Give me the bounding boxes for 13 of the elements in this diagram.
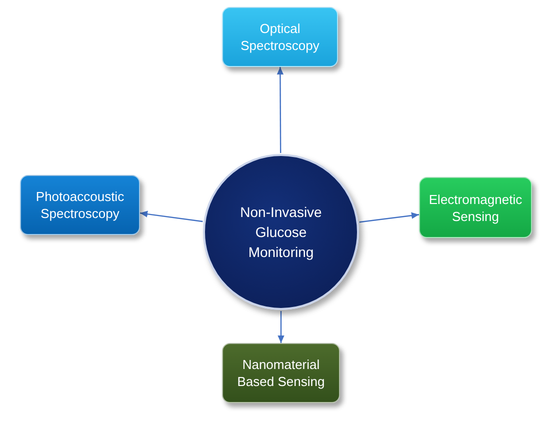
method-box [20, 175, 140, 235]
method-box [222, 343, 340, 403]
node-label: Photoaccoustic Spectroscopy [34, 188, 126, 222]
node-label: Nanomaterial Based Sensing [236, 356, 326, 390]
method-box [222, 7, 338, 67]
arrow [276, 67, 284, 153]
node-label: Optical Spectroscopy [240, 20, 320, 54]
arrow [140, 210, 203, 222]
method-box [419, 177, 532, 238]
node-label: Non-Invasive Glucose Monitoring [239, 203, 323, 262]
arrow [278, 311, 284, 343]
arrow [359, 212, 420, 223]
node-label: Electromagnetic Sensing [428, 190, 524, 224]
